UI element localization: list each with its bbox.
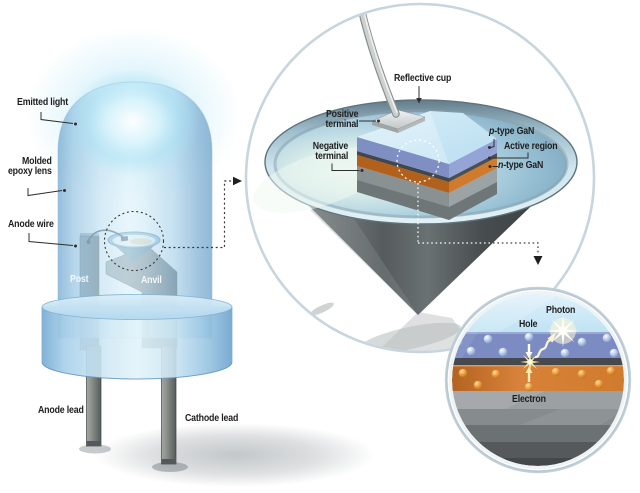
- hole-arrow: [525, 344, 533, 359]
- zoom-connector-arrow: [164, 176, 242, 249]
- semiconductor-die: [357, 111, 497, 220]
- p-type-layer-left: [357, 137, 449, 178]
- anode-lead-label: Anode lead: [38, 405, 84, 416]
- epoxy-base-flange: [41, 294, 233, 380]
- die-top-face: [357, 111, 497, 164]
- junction-connector-arrow: [493, 242, 543, 265]
- n-type-layer-right: [449, 157, 497, 193]
- positive-terminal-label: Positive terminal: [325, 109, 358, 130]
- magnified-cup-view: [252, 8, 578, 351]
- junction-source-circle: [396, 139, 440, 183]
- epoxy-lens: [57, 70, 213, 339]
- positive-terminal-pad: [371, 109, 426, 133]
- cathode-lead-label: Cathode lead: [185, 413, 239, 424]
- electron-label: Electron: [512, 394, 546, 405]
- recombination-star: [520, 352, 540, 372]
- active-region-label: Active region: [504, 141, 558, 152]
- n-type-layer-left: [357, 155, 449, 193]
- electron-band: [452, 365, 624, 391]
- zoom-source-circle: [103, 210, 165, 272]
- anode-wire-label: Anode wire: [8, 219, 54, 230]
- electron-spheres: [458, 366, 616, 392]
- hole-spheres: [453, 332, 619, 358]
- die-base-right: [449, 168, 497, 207]
- molded-epoxy-lens-label: Molded epoxy lens: [8, 156, 52, 177]
- emitted-light-label: Emitted light: [17, 97, 68, 108]
- reflective-cup-cone: [265, 162, 577, 315]
- anvil-label: Anvil: [141, 275, 162, 286]
- active-layer-right: [449, 153, 497, 182]
- p-type-gan-label: p-type GaN: [489, 126, 535, 137]
- junction-band: [452, 358, 624, 365]
- die-base-left: [357, 166, 449, 207]
- hole-label: Hole: [519, 319, 538, 330]
- post-label: Post: [70, 274, 89, 285]
- led-shadow: [79, 423, 375, 487]
- photon-label: Photon: [546, 305, 576, 316]
- active-layer-left: [357, 151, 449, 182]
- reflective-cup-label: Reflective cup: [394, 73, 452, 84]
- n-type-gan-label: n-type GaN: [498, 160, 544, 171]
- electron-arrow: [525, 366, 533, 382]
- negative-terminal-label: Negative terminal: [312, 141, 348, 162]
- leader-lines: [27, 86, 529, 248]
- p-type-layer-right: [449, 139, 497, 178]
- photon-star: [547, 315, 579, 347]
- terminal-wire: [358, 8, 400, 118]
